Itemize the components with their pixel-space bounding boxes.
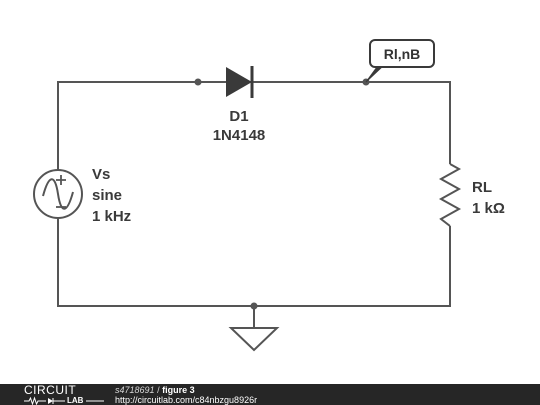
wire-top-right <box>252 81 451 164</box>
footer-separator: / <box>157 385 160 395</box>
wire-top-left <box>57 81 226 170</box>
source-waveform: sine <box>92 187 122 204</box>
node-dot-left <box>194 78 202 86</box>
ground-icon <box>228 327 280 352</box>
diode-part: 1N4148 <box>213 127 266 144</box>
logo-wordmark-top: CIRCUIT <box>24 383 77 397</box>
resistor-icon <box>438 163 462 227</box>
circuitlab-logo[interactable]: CIRCUIT LAB <box>24 384 104 405</box>
footer-credit: s4718691 / figure 3 <box>115 385 195 395</box>
logo-wordmark-bottom: LAB <box>67 396 84 405</box>
resistor-value: 1 kΩ <box>472 200 505 217</box>
ac-source-icon <box>33 169 83 219</box>
footer-bar: CIRCUIT LAB s4718691 / figure 3 http://c… <box>0 384 540 405</box>
diode-icon <box>226 66 254 98</box>
logo-circuit-trace-icon <box>24 396 104 405</box>
node-dot-bottom <box>250 302 258 310</box>
resistor-name: RL <box>472 179 492 196</box>
net-tag: Rl,nB <box>365 39 435 83</box>
net-tag-label: Rl,nB <box>384 46 421 62</box>
footer-figure: figure 3 <box>162 385 195 395</box>
wires <box>57 81 451 328</box>
footer-url-link[interactable]: http://circuitlab.com/c84nbzgu8926r <box>115 395 258 405</box>
wire-right-bottom <box>57 218 451 307</box>
diode-name: D1 <box>229 108 248 125</box>
footer-user[interactable]: s4718691 <box>115 385 155 395</box>
circuit-schematic: Rl,nB D1 1N4148 Vs sine 1 kHz RL 1 kΩ <box>33 39 505 352</box>
source-frequency: 1 kHz <box>92 208 131 225</box>
source-name: Vs <box>92 166 110 183</box>
